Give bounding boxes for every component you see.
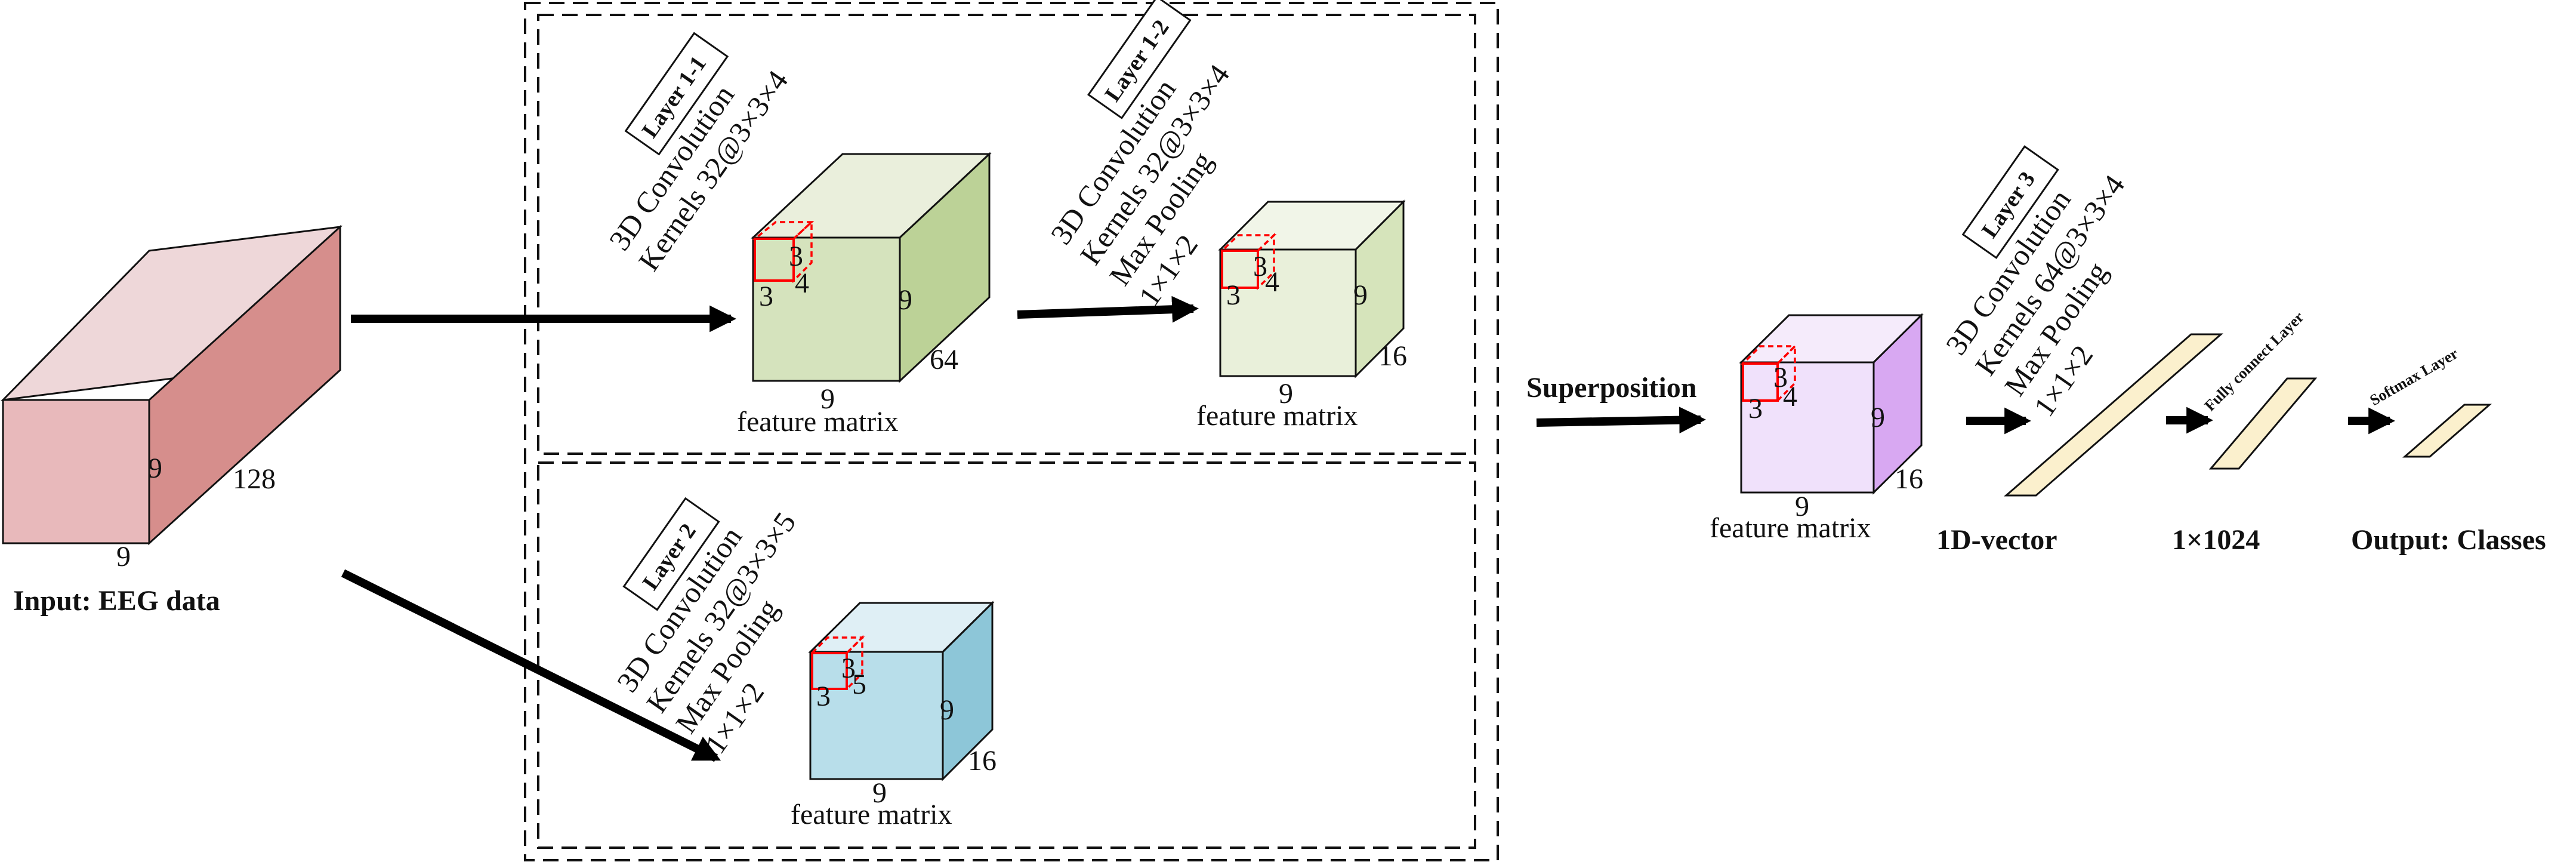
layer2-annotation: Layer 2 3D Convolution Kernels 32@3×3×5 … xyxy=(610,497,802,760)
layer1-2-cube-front xyxy=(1219,248,1357,377)
layer3-kernel-d: 4 xyxy=(1783,381,1797,413)
input-cuboid: 9 128 9 xyxy=(0,224,343,572)
layer2-frame xyxy=(537,461,1476,849)
softmax-bar xyxy=(2402,404,2492,458)
layer3-caption: feature matrix xyxy=(1710,512,1871,544)
layer1-2-caption: feature matrix xyxy=(1196,400,1358,432)
input-side-face xyxy=(148,224,341,546)
layer3-tag-box xyxy=(1961,145,2059,259)
layer1-1-cube-front xyxy=(752,236,901,382)
layer2-kernel-h: 3 xyxy=(841,652,856,684)
layer1-2-depth-label: 16 xyxy=(1378,340,1407,372)
layer1-2-cube: 3 4 3 9 16 9 xyxy=(1218,199,1407,410)
input-front-face xyxy=(2,399,150,544)
layer2-caption: feature matrix xyxy=(791,799,952,830)
arrow-input-to-layer2 xyxy=(341,569,721,762)
layer3-kernel xyxy=(1740,343,1798,404)
layer2-depth-label: 16 xyxy=(968,745,997,777)
layer1-2-tag-box xyxy=(1087,0,1192,119)
layer2-cube-front xyxy=(809,651,944,780)
layer1-1-depth-label: 64 xyxy=(930,344,958,375)
layer1-2-cube-side xyxy=(1355,199,1405,378)
layer3-cube-side xyxy=(1872,313,1923,495)
layer3-depth-label: 16 xyxy=(1895,463,1923,495)
arrow-superposition xyxy=(1536,407,1706,434)
layer2-width-label: 9 xyxy=(872,777,887,809)
layer1-1-caption: feature matrix xyxy=(737,406,899,438)
layer3-cube: 3 4 3 9 16 9 xyxy=(1739,313,1924,522)
layer1-1-height-label: 9 xyxy=(898,284,912,316)
superposition-label: Superposition xyxy=(1526,372,1696,404)
layer1-2-width-label: 9 xyxy=(1279,378,1293,410)
softmax-title: Softmax Layer xyxy=(2367,344,2461,409)
vector-bar xyxy=(2003,333,2224,497)
layer1-1-cube-side xyxy=(899,152,991,383)
input-height-label: 9 xyxy=(148,452,162,484)
input-label: Input: EEG data xyxy=(13,585,220,617)
layer3-kernel-w: 3 xyxy=(1748,393,1763,424)
layer3-height-label: 9 xyxy=(1871,402,1885,433)
arrow-layer1-1-to-1-2 xyxy=(1017,295,1199,323)
layer2-kernel xyxy=(809,635,865,692)
layer2-height-label: 9 xyxy=(940,694,954,726)
layer1-2-kernel xyxy=(1219,232,1277,291)
layer2-tag-box xyxy=(622,497,720,611)
layer1-2-kernel-d: 4 xyxy=(1265,266,1279,298)
layer1-1-kernel-d: 4 xyxy=(795,267,809,299)
layer3-width-label: 9 xyxy=(1795,491,1809,522)
layer2-kernel-d: 5 xyxy=(852,669,866,700)
layer1-1-width-label: 9 xyxy=(820,383,835,415)
input-depth-label: 128 xyxy=(233,463,276,495)
fc-label: 1×1024 xyxy=(2172,524,2260,556)
fc-bar xyxy=(2208,377,2318,470)
layer1-frame xyxy=(524,2,1499,861)
layer1-1-cube: 3 4 3 9 64 9 xyxy=(751,152,992,415)
layer2-kernel-w: 3 xyxy=(816,681,831,712)
layer2-cube-side xyxy=(942,601,994,781)
layer1-2-kernel-w: 3 xyxy=(1226,279,1241,311)
vector-label: 1D-vector xyxy=(1936,524,2057,556)
layer1-1-kernel-h: 3 xyxy=(789,241,803,272)
softmax-label: Output: Classes xyxy=(2351,524,2546,556)
layer1-1-tag-box xyxy=(624,32,729,156)
layer3-cube-front xyxy=(1740,361,1875,494)
layer1-2-height-label: 9 xyxy=(1353,279,1368,311)
layer2-cube: 3 5 3 9 16 9 xyxy=(808,601,997,809)
layer3-kernel-h: 3 xyxy=(1773,362,1788,393)
input-width-label: 9 xyxy=(116,541,131,572)
layer1-2-kernel-h: 3 xyxy=(1253,251,1267,282)
layer1-1-kernel xyxy=(752,219,815,284)
layer1-1-kernel-w: 3 xyxy=(759,281,773,312)
